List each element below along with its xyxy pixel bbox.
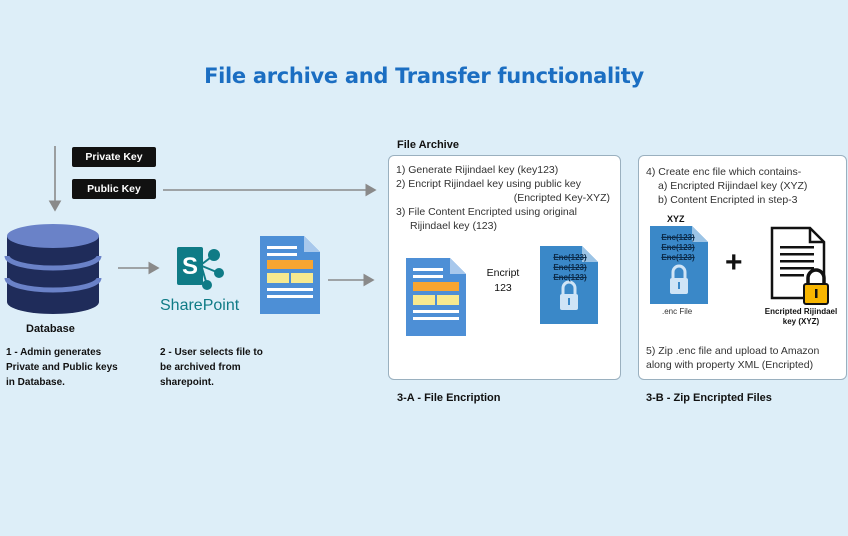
database-icon xyxy=(4,224,102,314)
enc-file-icon xyxy=(650,226,708,304)
svg-text:S: S xyxy=(182,253,198,280)
database-label: Database xyxy=(26,323,75,335)
step1-text: 1 - Admin generates Private and Public k… xyxy=(6,347,118,388)
zip-step5: 5) Zip .enc file and upload to Amazon al… xyxy=(646,345,820,371)
source-file-icon xyxy=(406,258,466,336)
zip-steps: 4) Create enc file which contains- a) En… xyxy=(646,166,808,206)
step2-text: 2 - User selects file to be archived fro… xyxy=(160,347,263,388)
encrypted-file-icon xyxy=(540,246,598,324)
key-document-icon xyxy=(770,226,829,305)
enc-file-label: .enc File xyxy=(662,307,693,316)
zip-enc-lines: Enc(123) Enc(123) Enc(123) xyxy=(661,233,695,262)
private-key-tag: Private Key xyxy=(72,147,156,167)
public-key-tag: Public Key xyxy=(72,179,156,199)
key-file-label: Encripted Rijindael key (XYZ) xyxy=(764,307,838,326)
document-icon xyxy=(260,236,320,314)
file-archive-heading: File Archive xyxy=(397,139,459,151)
section-3b-label: 3-B - Zip Encripted Files xyxy=(646,392,772,404)
diagram-title: File archive and Transfer functionality xyxy=(204,64,644,88)
plus-sign: + xyxy=(725,246,743,279)
file-archive-steps: 1) Generate Rijindael key (key123) 2) En… xyxy=(396,164,610,232)
sharepoint-logo-icon: S xyxy=(177,247,224,290)
xyz-label: XYZ xyxy=(667,214,685,224)
sharepoint-label: SharePoint xyxy=(160,297,240,314)
section-3a-label: 3-A - File Encription xyxy=(397,392,501,404)
encript-label: Encript 123 xyxy=(486,267,520,294)
archive-enc-lines: Enc(123) Enc(123) Enc(123) xyxy=(553,253,587,282)
